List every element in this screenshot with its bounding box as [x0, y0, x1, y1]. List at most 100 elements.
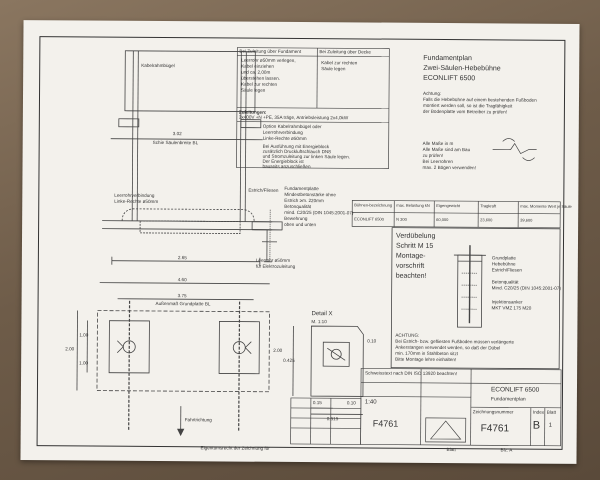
- footer-text: Eigentumsrecht der Zeichnung für: [200, 445, 270, 451]
- anchor-label: Mind. C20/25 (DIN 1045:2001-07): [491, 285, 561, 291]
- label-foundation: Mindestbetonstärke ohne: [284, 191, 336, 198]
- option-line: Leerrohrverbindung: [262, 129, 303, 136]
- anchor-title: Verdübelung: [396, 232, 436, 240]
- spec-cell: 23,600: [480, 217, 493, 223]
- label-outer-dims: Außenmaß Grundplatte BL: [155, 300, 211, 307]
- label-foundation: Estrich ≥m. 220mm: [284, 197, 324, 204]
- spec-cell: N 300: [396, 216, 407, 222]
- product-name: ECONLIFT 6500: [490, 386, 540, 394]
- anchor-title: Schritt M 15: [395, 242, 434, 250]
- label-dim: 1.00: [79, 360, 89, 366]
- spec-header: Bühnen-bezeichnung: [354, 202, 393, 208]
- spec-header: Tragkraft: [480, 203, 497, 209]
- label-dim: 3.02: [172, 131, 182, 137]
- info-left-line: überstehen lassen.: [241, 75, 280, 81]
- anchor-label: Estrich/Fliesen: [491, 267, 522, 273]
- anchor-title: beachten!: [395, 272, 427, 280]
- drawing-number-label: Zeichnungsnummer: [472, 409, 514, 415]
- label-rail: Schie Säulenbreite BL: [152, 139, 199, 146]
- label-conduit: Leerrohrverbindung: [114, 192, 155, 198]
- drawing-sheet: Bei Zuleitung über Fundament Bei Zuleitu…: [20, 20, 580, 464]
- note-line: max. 2 Bögen verwenden!: [422, 164, 476, 171]
- anchor-label: Injektionsanker: [491, 299, 523, 305]
- attention-label: Achtung:: [423, 90, 442, 96]
- anchor-label: Betonqualität: [491, 279, 519, 285]
- detail-title: Detail X: [311, 311, 333, 318]
- label-foundation: Betonqualität: [284, 203, 312, 210]
- sheet-heading: Fundamentplan: [423, 54, 472, 63]
- label-dim: 0.515: [326, 416, 339, 422]
- sheet-value: 1: [548, 422, 553, 429]
- load-symbol: [492, 138, 537, 161]
- label-foundation: Fundamentplatte: [284, 185, 319, 192]
- revision-value: B: [532, 419, 541, 432]
- spec-cell: 39,600: [520, 217, 533, 223]
- anchor-label: Hebebühne: [491, 261, 516, 267]
- technical-drawing: [76, 47, 562, 447]
- spec-table-lines: [351, 200, 561, 229]
- attention-text: der Bodenplatte vom Betreiber zu prüfen!: [422, 108, 507, 115]
- label-dim: 2.00: [65, 346, 75, 352]
- label-foundation: oben und unten: [284, 221, 317, 228]
- info-right-line: Säule legen: [321, 66, 346, 72]
- option-line: Linke-Rechte ø50mm: [262, 135, 307, 142]
- label-dim: 1.00: [79, 332, 89, 338]
- label-dim: 0.425: [283, 357, 295, 363]
- title-block-lines: [290, 368, 562, 447]
- info-right-line: Kabel zur rechten: [321, 60, 358, 66]
- drawing-number: F4761: [480, 423, 510, 435]
- info-left-line: Kabel zur rechten: [241, 81, 278, 87]
- info-left-line: Säule legen: [241, 87, 266, 93]
- label-foundation: Bewehrung: [284, 215, 308, 222]
- anchor-label: MKT VMZ 175 M20: [491, 305, 532, 311]
- option-line: Option Kabelrahmbügel oder: [262, 123, 322, 130]
- label-dim: 0.15: [312, 400, 322, 406]
- label-tiles: Estrich/Fliesen: [248, 187, 279, 193]
- label-dim: 0.10: [367, 338, 377, 344]
- label-arch: Kabelrahmbügel: [141, 62, 175, 69]
- label-dim: 3.75: [177, 293, 187, 299]
- info-left-line: Kabel einziehen: [241, 63, 274, 69]
- drawing-number-small: F4761: [372, 418, 399, 429]
- label-conduit: Linke-Rechte ø50mm: [114, 198, 159, 205]
- footer-text: Blz: A: [500, 447, 513, 453]
- label-dim: 2.65: [177, 255, 187, 261]
- label-dim: 0.10: [346, 400, 356, 406]
- right-arm: [240, 119, 262, 129]
- revision-label: Index: [532, 409, 545, 415]
- note-line: zu prüfen!: [422, 152, 444, 158]
- anchor-title: vorschrift: [395, 262, 425, 270]
- plan-view: [76, 282, 270, 437]
- info-right-header: Bei Zuleitung über Decke: [319, 49, 371, 55]
- label-drive-dir: Fahrtrichtung: [184, 417, 212, 423]
- detail-x: [292, 325, 364, 415]
- caution-line: min. 170mm in Stahlbeton sitzt: [395, 350, 459, 357]
- sheet-subheading: Zwei-Säulen-Hebebühne: [423, 64, 501, 73]
- label-conduit-supply: für Elektrozuleitung: [255, 263, 296, 269]
- note-line: Alle Maße sind am Bau: [422, 146, 471, 153]
- spec-cell: 60,000: [436, 216, 449, 223]
- left-arm: [118, 118, 140, 128]
- lift-arch: [124, 50, 256, 113]
- label-dim: 4.60: [177, 277, 187, 283]
- front-view: [102, 50, 273, 266]
- spec-header: max. Momente Wert je Säule: [520, 203, 572, 209]
- spec-cell: ECONLIFT 6500: [354, 216, 384, 222]
- lower-line: bauseits anzuschließen: [262, 163, 311, 170]
- general-tolerance: Schweisstext nach DIN ISO 13920 beachten…: [365, 370, 458, 377]
- note-line: Bei Leerrohren: [422, 158, 453, 165]
- caution-label: ACHTUNG:: [395, 332, 420, 338]
- note-line: Alle Maße in m: [422, 140, 454, 147]
- anchor-label: Grundplatte: [491, 255, 516, 261]
- anchor-detail-frame: [390, 227, 561, 370]
- scale-value: 1:40: [364, 399, 377, 406]
- caution-line: Bitte Montage lehre einhalten!: [395, 356, 457, 363]
- detail-scale: M. 1:10: [311, 319, 327, 325]
- footer-text: Blatt: [446, 447, 456, 453]
- sheet-label: Blatt: [546, 409, 557, 415]
- sheet-model: ECONLIFT 6500: [423, 74, 476, 83]
- info-table-lines: [236, 47, 390, 169]
- label-conduit-supply: Leerrohr ø50mm: [255, 257, 291, 263]
- supply-value: 3x400V +N +PE, 35A träge, Antriebsleistu…: [238, 114, 349, 121]
- spec-header: max. Belastung kN: [396, 202, 430, 208]
